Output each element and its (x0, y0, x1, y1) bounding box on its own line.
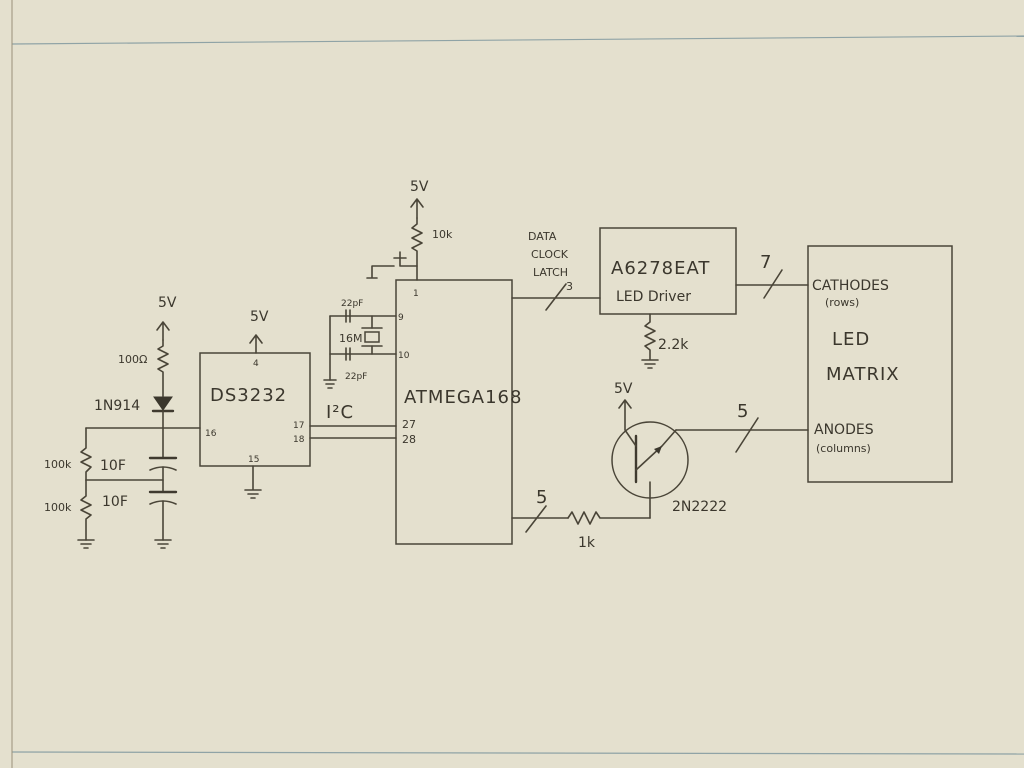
rtc-pin-scl: 18 (293, 435, 305, 445)
mcu-pin-sda: 27 (402, 418, 416, 431)
rtc-chip-name: DS3232 (210, 385, 287, 406)
base-resistor-label: 1k (578, 535, 596, 551)
mcu-chip-body (395, 279, 513, 545)
driver-rext-resistor (641, 313, 659, 369)
shift-bus-data: DATA (528, 230, 557, 243)
diode-label: 1N914 (94, 398, 140, 414)
anode-bus-slash (735, 417, 759, 453)
cathode-bus-slash (763, 269, 783, 299)
divider-top-label: 100k (44, 458, 72, 471)
matrix-title-matrix: MATRIX (826, 364, 900, 385)
matrix-anodes-label: ANODES (814, 422, 874, 438)
supercap-bottom-label: 10F (102, 494, 128, 510)
matrix-title-led: LED (832, 329, 870, 350)
matrix-cathodes-sub: (rows) (825, 296, 859, 309)
driver-chip-body (599, 227, 737, 315)
driver-chip-subtitle: LED Driver (616, 289, 691, 305)
anode-bus-count: 5 (737, 401, 749, 422)
matrix-anodes-sub: (columns) (816, 442, 871, 455)
driver-chip-name: A6278EAT (611, 258, 710, 279)
rtc-5v-label: 5V (250, 309, 269, 325)
backup-supply-network (77, 321, 201, 549)
reset-button (366, 251, 418, 279)
mcu-pin-reset: 1 (413, 289, 419, 299)
page-bottom-rule (11, 751, 1024, 755)
rtc-ground (244, 465, 262, 499)
xtal-cap-bottom (345, 347, 351, 361)
diode-1n914 (153, 396, 173, 411)
divider-top-resistor (80, 427, 92, 481)
rtc-chip-body (199, 352, 311, 467)
crystal-16m (364, 331, 380, 343)
xtal-cap-top-label: 22pF (341, 299, 363, 309)
shift-bus-latch: LATCH (533, 266, 568, 279)
mcu-pin-xtal2: 10 (398, 351, 410, 361)
top-5v-arrow (410, 198, 424, 219)
mcu-chip-name: ATMEGA168 (404, 387, 522, 408)
divider-bottom-label: 100k (44, 501, 72, 514)
matrix-cathodes-label: CATHODES (812, 278, 889, 294)
rtc-pin-vcc: 4 (253, 359, 259, 369)
driver-rext-label: 2.2k (658, 337, 689, 353)
diode-series-resistor (157, 339, 169, 397)
shift-bus-slash (545, 283, 567, 311)
rtc-pin-sda: 17 (293, 421, 304, 431)
rtc-5v-arrow (249, 334, 263, 354)
page-top-rule (11, 35, 1024, 45)
diode-series-resistor-label: 100Ω (118, 353, 147, 366)
left-5v-arrow (156, 321, 170, 341)
base-resistor (567, 511, 651, 525)
mcu-out-bus-slash (525, 505, 547, 533)
divider-bottom-resistor (80, 479, 92, 541)
xtal-ground (323, 379, 337, 389)
transistor-label: 2N2222 (672, 499, 727, 515)
cap-ground (154, 539, 172, 549)
supercap-top-label: 10F (100, 458, 126, 474)
mcu-pin-xtal1: 9 (398, 313, 404, 323)
left-5v-label: 5V (158, 295, 177, 311)
i2c-label: I²C (326, 402, 354, 423)
xtal-cap-top (345, 309, 351, 323)
transistor-emitter-arrow (654, 446, 662, 454)
crystal-network (323, 309, 397, 389)
mcu-out-bus-count: 5 (536, 487, 548, 508)
crystal-label: 16M (339, 332, 363, 345)
rtc-pin-gnd: 15 (248, 455, 259, 465)
rtc-pin-vbat: 16 (205, 429, 217, 439)
mcu-pin-scl: 28 (402, 433, 416, 446)
transistor-collector (618, 399, 637, 447)
transistor-5v-label: 5V (614, 381, 633, 397)
divider-ground (77, 539, 95, 549)
shift-bus-count: 3 (566, 280, 573, 293)
shift-bus-clock: CLOCK (531, 248, 569, 261)
cathode-bus-count: 7 (760, 252, 772, 273)
led-matrix-body (807, 245, 953, 483)
pullup-resistor-label: 10k (432, 228, 453, 241)
pullup-resistor (411, 217, 423, 281)
top-5v-label: 5V (410, 179, 429, 195)
xtal-cap-bottom-label: 22pF (345, 372, 367, 382)
